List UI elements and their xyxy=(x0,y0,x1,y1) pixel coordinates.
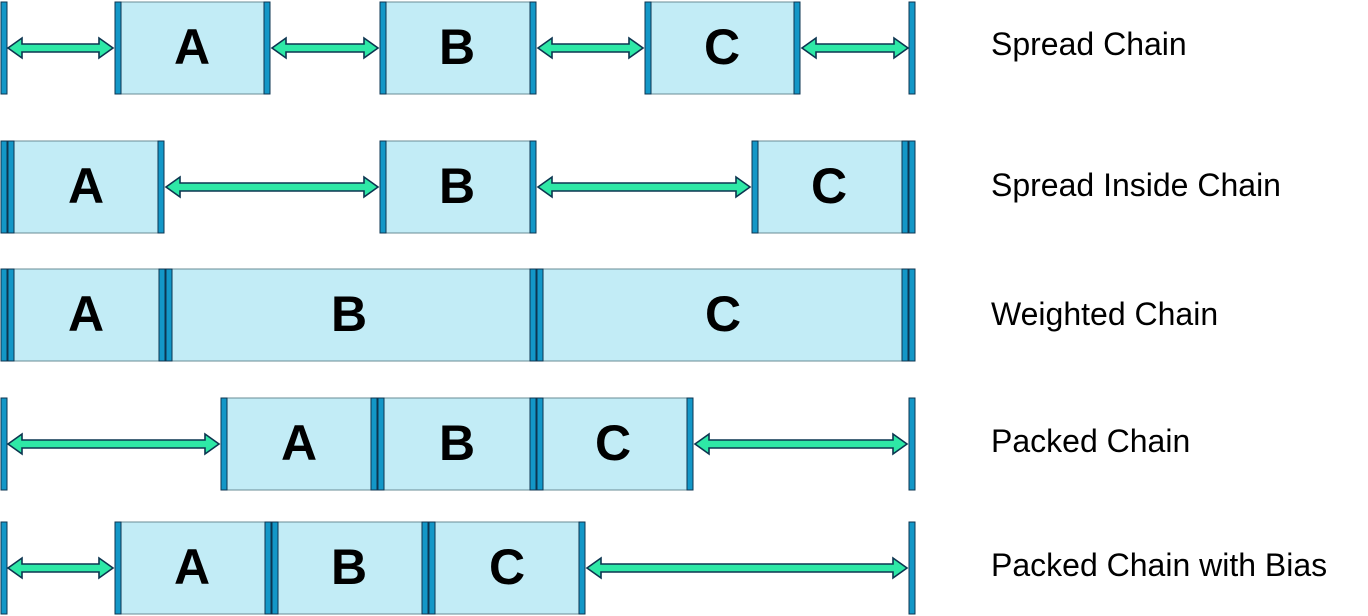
box-edge-bar xyxy=(901,140,909,234)
box-c-label: C xyxy=(704,19,740,75)
box-b-label: B xyxy=(439,158,475,214)
spacing-arrow xyxy=(536,175,752,199)
chain-row-packed-bias: A B C xyxy=(0,521,916,615)
chain-end-bar xyxy=(908,140,916,234)
box-b-label: B xyxy=(331,539,367,595)
chain-end-bar xyxy=(908,397,916,491)
box-c-label: C xyxy=(595,415,631,471)
box-a-label: A xyxy=(174,539,210,595)
spacing-arrow xyxy=(6,556,115,580)
box-edge-bar xyxy=(529,397,537,491)
box-c xyxy=(540,397,694,491)
box-edge-bar xyxy=(370,397,378,491)
box-a-label: A xyxy=(68,158,104,214)
box-edge-bar xyxy=(751,140,759,234)
chain-label-spread: Spread Chain xyxy=(991,26,1187,62)
box-edge-bar xyxy=(379,140,387,234)
chain-label-spread-inside: Spread Inside Chain xyxy=(991,167,1281,203)
box-edge-bar xyxy=(901,268,909,362)
spacing-arrow xyxy=(6,432,221,456)
chain-end-bar xyxy=(908,1,916,95)
box-edge-bar xyxy=(578,521,586,615)
box-edge-bar xyxy=(529,268,537,362)
spacing-arrow xyxy=(800,36,910,60)
chain-row-packed: A B C xyxy=(0,397,916,491)
chain-end-bar xyxy=(908,268,916,362)
box-b xyxy=(379,140,537,234)
chain-start-bar xyxy=(0,268,8,362)
box-edge-bar xyxy=(529,1,537,95)
spacing-arrow xyxy=(585,556,909,580)
box-c-label: C xyxy=(489,539,525,595)
chain-row-spread: A B C xyxy=(0,1,916,95)
chain-start-bar xyxy=(0,397,8,491)
box-edge-bar xyxy=(264,521,272,615)
box-a xyxy=(220,397,382,491)
box-a xyxy=(0,140,165,234)
box-c xyxy=(751,140,916,234)
chain-row-weighted: A B C xyxy=(0,268,916,362)
spacing-arrow xyxy=(693,432,909,456)
box-b-label: B xyxy=(439,19,475,75)
box-edge-bar xyxy=(271,521,279,615)
box-edge-bar xyxy=(7,140,15,234)
box-edge-bar xyxy=(644,1,652,95)
box-b xyxy=(379,1,537,95)
box-c xyxy=(431,521,586,615)
box-a-label: A xyxy=(68,286,104,342)
box-edge-bar xyxy=(421,521,429,615)
chain-start-bar xyxy=(0,521,8,615)
spacing-arrow xyxy=(270,36,380,60)
box-edge-bar xyxy=(263,1,271,95)
box-edge-bar xyxy=(157,140,165,234)
chain-start-bar xyxy=(0,1,8,95)
box-edge-bar xyxy=(529,140,537,234)
box-a xyxy=(114,1,270,95)
box-edge-bar xyxy=(793,1,801,95)
box-c xyxy=(644,1,801,95)
box-edge-bar xyxy=(114,521,122,615)
chain-label-packed: Packed Chain xyxy=(991,423,1190,459)
chain-label-weighted: Weighted Chain xyxy=(991,296,1218,332)
spacing-arrow xyxy=(164,175,380,199)
box-b xyxy=(165,268,544,362)
spacing-arrow xyxy=(536,36,645,60)
box-edge-bar xyxy=(536,268,544,362)
box-edge-bar xyxy=(686,397,694,491)
box-edge-bar xyxy=(220,397,228,491)
box-a-label: A xyxy=(174,19,210,75)
box-edge-bar xyxy=(165,268,173,362)
box-a xyxy=(0,268,167,362)
spacing-arrow xyxy=(6,36,115,60)
chain-row-spread-inside: A B C xyxy=(0,140,916,234)
box-edge-bar xyxy=(536,397,544,491)
box-edge-bar xyxy=(114,1,122,95)
chain-label-packed-bias: Packed Chain with Bias xyxy=(991,547,1327,583)
box-edge-bar xyxy=(158,268,166,362)
box-b xyxy=(274,521,433,615)
box-edge-bar xyxy=(7,268,15,362)
box-b-label: B xyxy=(439,415,475,471)
chain-end-bar xyxy=(908,521,916,615)
box-edge-bar xyxy=(428,521,436,615)
box-c-label: C xyxy=(811,158,847,214)
box-edge-bar xyxy=(377,397,385,491)
box-c-label: C xyxy=(705,286,741,342)
box-b-label: B xyxy=(331,286,367,342)
box-a-label: A xyxy=(281,415,317,471)
chain-start-bar xyxy=(0,140,8,234)
box-edge-bar xyxy=(379,1,387,95)
box-a xyxy=(114,521,276,615)
